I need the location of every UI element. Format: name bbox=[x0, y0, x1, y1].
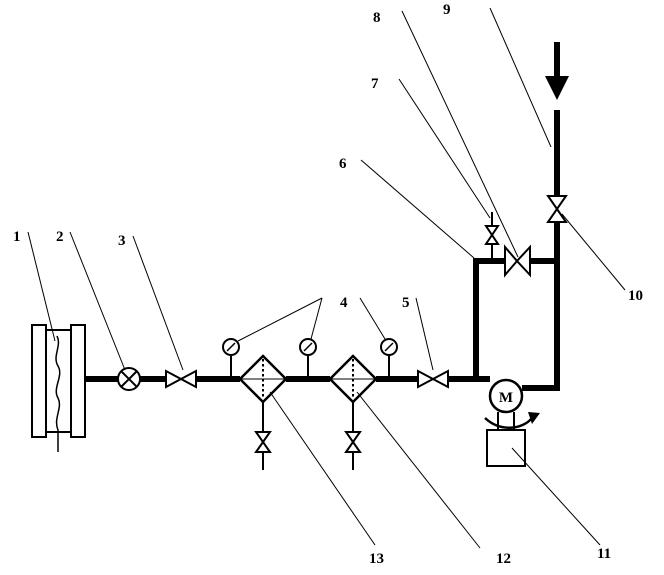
callout-labels: 1 2 3 4 5 6 7 8 9 10 11 12 13 bbox=[13, 2, 643, 567]
label-4: 4 bbox=[340, 295, 348, 311]
label-5: 5 bbox=[402, 295, 410, 311]
pressure-gauge-1 bbox=[222, 338, 240, 379]
valve-5 bbox=[417, 369, 449, 389]
valve-3 bbox=[165, 369, 197, 389]
rotation-arrow bbox=[484, 412, 540, 429]
shutoff-cock bbox=[117, 367, 141, 391]
label-7: 7 bbox=[371, 76, 379, 92]
label-12: 12 bbox=[496, 551, 511, 567]
label-3: 3 bbox=[118, 233, 126, 249]
air-vent-valve bbox=[484, 212, 500, 258]
drain-valve-filter-13 bbox=[254, 402, 272, 470]
label-8: 8 bbox=[373, 10, 381, 26]
label-9: 9 bbox=[443, 2, 451, 18]
main-pipeline bbox=[85, 110, 560, 391]
inlet-flow-arrow bbox=[545, 42, 569, 100]
bypass-valve bbox=[504, 244, 531, 278]
label-6: 6 bbox=[339, 156, 347, 172]
label-10: 10 bbox=[628, 288, 643, 304]
inlet-valve bbox=[546, 195, 568, 223]
test-specimen bbox=[31, 324, 86, 452]
filter-12 bbox=[328, 354, 378, 404]
label-2: 2 bbox=[56, 229, 64, 245]
drive-unit bbox=[486, 412, 526, 467]
filter-13 bbox=[238, 354, 288, 404]
label-13: 13 bbox=[369, 551, 384, 567]
pressure-gauge-3 bbox=[380, 338, 398, 379]
drain-valve-filter-12 bbox=[344, 402, 362, 470]
leader-lines bbox=[27, 7, 626, 549]
label-1: 1 bbox=[13, 229, 21, 245]
label-11: 11 bbox=[597, 546, 611, 562]
pressure-gauge-2 bbox=[299, 338, 317, 379]
motor-symbol: M bbox=[499, 390, 513, 406]
pump-motor: M bbox=[488, 378, 524, 414]
